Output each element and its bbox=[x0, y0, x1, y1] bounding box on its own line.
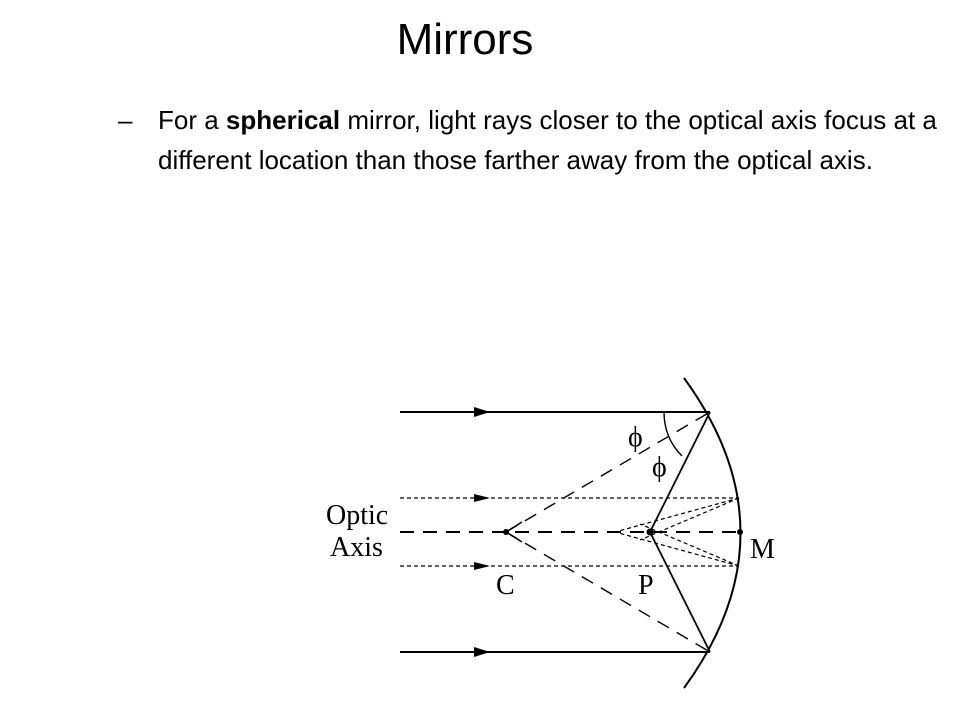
bullet-dash: – bbox=[118, 105, 133, 135]
paraxial-reflect-bottom-1 bbox=[614, 531, 740, 567]
bullet-text-end: mirror, light rays closer to the optical… bbox=[158, 105, 937, 175]
bullet-text-bold: spherical bbox=[225, 105, 341, 135]
arrowhead-paraxial-top bbox=[474, 494, 490, 502]
label-phi-upper: ϕ bbox=[628, 422, 643, 453]
center-point-c bbox=[503, 529, 509, 535]
angle-arc bbox=[663, 411, 683, 457]
radius-line-top bbox=[505, 411, 711, 533]
bullet-text-start: For a bbox=[158, 105, 226, 135]
label-p: P bbox=[638, 570, 654, 601]
reflected-ray-bottom bbox=[649, 531, 711, 653]
slide-title: Mirrors bbox=[396, 15, 534, 64]
focus-point-p bbox=[646, 528, 654, 536]
label-phi-lower: ϕ bbox=[652, 452, 667, 483]
bullet-text: For a spherical mirror, light rays close… bbox=[158, 100, 948, 180]
radius-line-bottom bbox=[505, 531, 711, 653]
paraxial-reflect-bottom-2 bbox=[639, 523, 740, 567]
mirror-vertex-m bbox=[737, 529, 743, 535]
arrowhead-top bbox=[474, 407, 490, 417]
label-c: C bbox=[496, 570, 515, 601]
reflected-ray-top bbox=[649, 411, 711, 533]
paraxial-reflect-top-2 bbox=[639, 497, 740, 541]
arrowhead-paraxial-bottom bbox=[474, 562, 490, 570]
paraxial-reflect-top-1 bbox=[614, 497, 740, 533]
optic-axis-label-line2: Axis bbox=[330, 532, 383, 563]
optic-axis-label-line1: Optic bbox=[326, 500, 388, 531]
arrowhead-bottom bbox=[474, 647, 490, 657]
label-m: M bbox=[750, 534, 775, 565]
